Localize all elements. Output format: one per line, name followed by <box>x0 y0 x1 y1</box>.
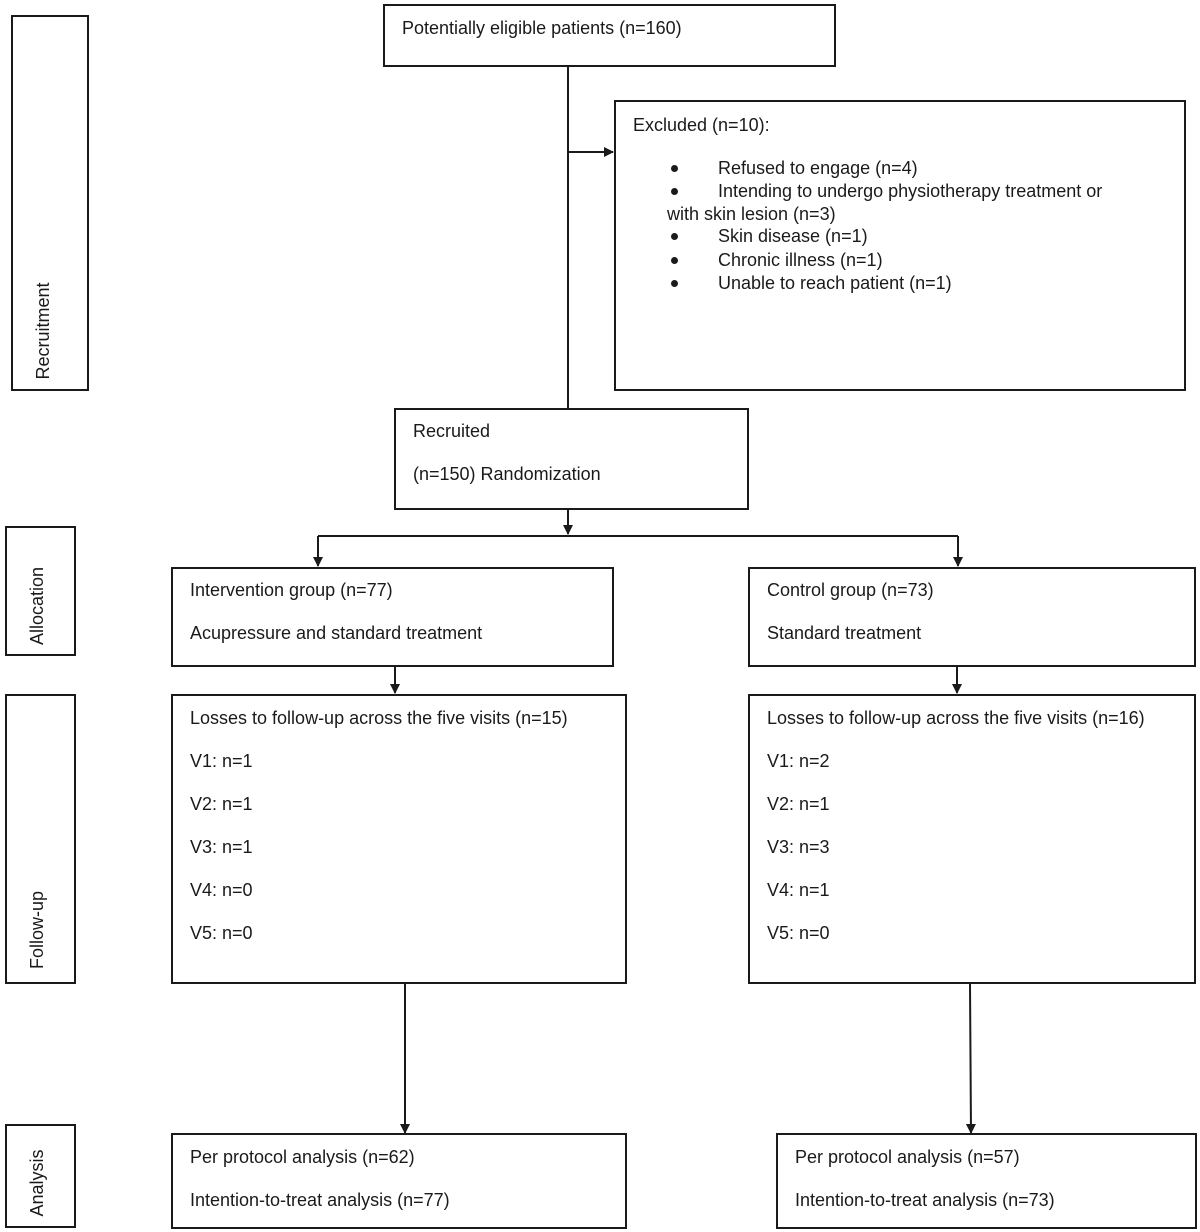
control-visit: V1: n=2 <box>767 751 830 771</box>
intervention-per-protocol: Per protocol analysis (n=62) <box>190 1147 415 1167</box>
bullet-icon <box>671 280 678 287</box>
stage-box-recruitment: Recruitment <box>11 15 89 391</box>
intervention-visit: V3: n=1 <box>190 837 253 857</box>
bullet-icon <box>671 257 678 264</box>
control-intention-to-treat: Intention-to-treat analysis (n=73) <box>795 1190 1055 1210</box>
eligible-patients-box: Potentially eligible patients (n=160) <box>383 4 836 67</box>
eligible-patients-text: Potentially eligible patients (n=160) <box>402 18 682 38</box>
stage-label-analysis: Analysis <box>27 1149 47 1217</box>
stage-box-analysis: Analysis <box>5 1124 76 1228</box>
intervention-analysis-box: Per protocol analysis (n=62) Intention-t… <box>171 1133 627 1229</box>
control-group-treatment: Standard treatment <box>767 623 922 643</box>
control-group-box: Control group (n=73) Standard treatment <box>748 567 1196 667</box>
excluded-item: Skin disease (n=1) <box>718 226 868 246</box>
bullet-icon <box>671 233 678 240</box>
control-visit: V4: n=1 <box>767 880 830 900</box>
recruited-label: Recruited <box>413 421 491 441</box>
stage-label-recruitment: Recruitment <box>33 282 53 380</box>
stage-box-allocation: Allocation <box>5 526 76 656</box>
intervention-group-box: Intervention group (n=77) Acupressure an… <box>171 567 614 667</box>
control-per-protocol: Per protocol analysis (n=57) <box>795 1147 1020 1167</box>
intervention-visit: V5: n=0 <box>190 923 253 943</box>
excluded-item-continuation: with skin lesion (n=3) <box>667 204 836 224</box>
stage-label-follow-up: Follow-up <box>27 890 47 970</box>
excluded-box: Excluded (n=10): Refused to engage (n=4)… <box>614 100 1186 391</box>
excluded-item: Intending to undergo physiotherapy treat… <box>718 181 1103 201</box>
intervention-intention-to-treat: Intention-to-treat analysis (n=77) <box>190 1190 450 1210</box>
control-visit: V5: n=0 <box>767 923 830 943</box>
recruited-box: Recruited (n=150) Randomization <box>394 408 749 510</box>
intervention-visit: V4: n=0 <box>190 880 253 900</box>
bullet-icon <box>671 188 678 195</box>
arrow-control-followup-to-analysis <box>965 983 976 1134</box>
control-followup-title: Losses to follow-up across the five visi… <box>767 708 1145 728</box>
intervention-visit: V1: n=1 <box>190 751 253 771</box>
randomization-label: (n=150) Randomization <box>413 464 601 484</box>
stage-label-allocation: Allocation <box>27 566 47 646</box>
control-visit: V3: n=3 <box>767 837 830 857</box>
control-analysis-box: Per protocol analysis (n=57) Intention-t… <box>776 1133 1197 1229</box>
intervention-group-title: Intervention group (n=77) <box>190 580 393 600</box>
stage-box-follow-up: Follow-up <box>5 694 76 984</box>
intervention-followup-title: Losses to follow-up across the five visi… <box>190 708 568 728</box>
excluded-item: Refused to engage (n=4) <box>718 158 918 178</box>
intervention-group-treatment: Acupressure and standard treatment <box>190 623 483 643</box>
intervention-visit: V2: n=1 <box>190 794 253 814</box>
intervention-followup-box: Losses to follow-up across the five visi… <box>171 694 627 984</box>
excluded-item: Unable to reach patient (n=1) <box>718 273 952 293</box>
excluded-title: Excluded (n=10): <box>633 115 770 135</box>
control-followup-box: Losses to follow-up across the five visi… <box>748 694 1196 984</box>
bullet-icon <box>671 165 678 172</box>
excluded-item: Chronic illness (n=1) <box>718 250 883 270</box>
control-group-title: Control group (n=73) <box>767 580 934 600</box>
control-visit: V2: n=1 <box>767 794 830 814</box>
